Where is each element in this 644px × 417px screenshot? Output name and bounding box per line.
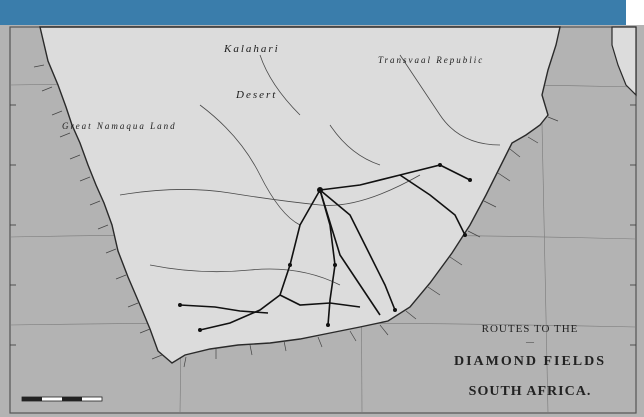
- map-title-cartouche: ROUTES TO THE — DIAMOND FIELDS SOUTH AFR…: [430, 323, 630, 400]
- label-region: Great Namaqua Land: [62, 121, 177, 131]
- towns: [178, 163, 472, 332]
- map-title-line: ROUTES TO THE: [481, 323, 579, 335]
- rivers: [119, 54, 501, 286]
- border-ticks: [10, 104, 636, 346]
- coast-hatching: [33, 64, 559, 368]
- label-region: Transvaal Republic: [378, 55, 485, 65]
- scale-bar: [21, 396, 103, 402]
- map-drawing: [0, 25, 644, 417]
- map-title-line: DIAMOND FIELDS: [453, 354, 607, 369]
- map-image: Kalahari Transvaal Republic Desert Great…: [0, 25, 644, 417]
- map-title-line: SOUTH AFRICA.: [468, 384, 592, 399]
- top-bar: [0, 0, 626, 25]
- map-title-line: —: [526, 337, 534, 346]
- island-edge: [611, 26, 637, 97]
- label-region: Desert: [236, 89, 278, 101]
- land-mass: [39, 26, 561, 364]
- label-region: Kalahari: [224, 43, 280, 55]
- routes: [179, 164, 471, 331]
